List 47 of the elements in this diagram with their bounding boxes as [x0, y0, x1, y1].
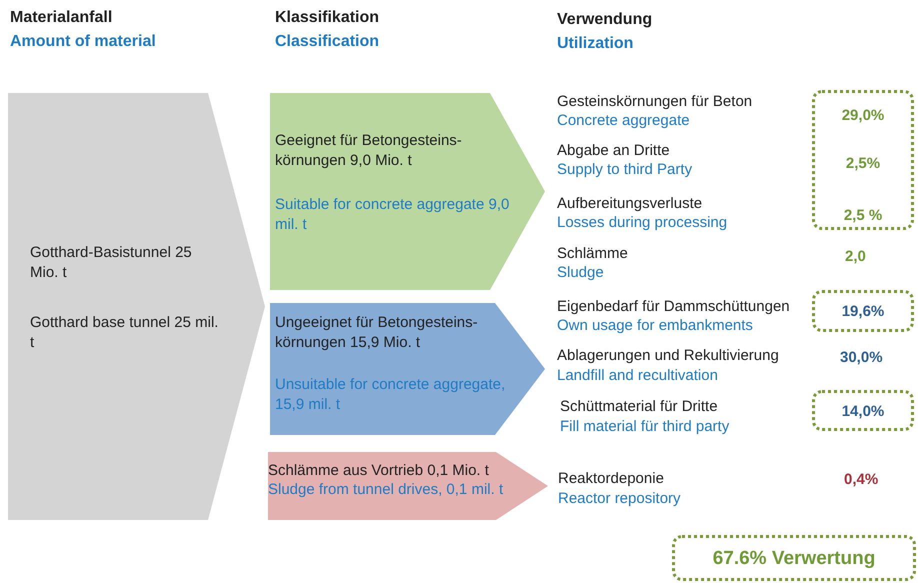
- column-heading: Klassifikation: [275, 8, 380, 28]
- chevron-shape: [268, 452, 548, 520]
- chevron-shape: [270, 93, 545, 290]
- node-text: Geeignet für Betongesteins- körnungen 9,0 Mio. t: [275, 131, 463, 171]
- usage-label: Reactor repository: [558, 489, 681, 509]
- dotted-frame: [812, 290, 914, 332]
- usage-label: Aufbereitungsverluste: [557, 194, 702, 214]
- usage-label: Supply to third Party: [557, 160, 692, 180]
- node-text: Schlämme aus Vortrieb 0,1 Mio. t: [268, 461, 490, 481]
- column-heading: Classification: [275, 32, 380, 52]
- usage-label: Reaktordeponie: [558, 469, 664, 489]
- column-heading: Utilization: [557, 34, 634, 54]
- percentage-value: 29,0%: [840, 106, 886, 126]
- percentage-value: 19,6%: [840, 302, 886, 322]
- percentage-value: 2,5%: [844, 154, 882, 174]
- percentage-value: 67.6% Verwertung: [712, 548, 876, 570]
- dotted-frame: [672, 535, 916, 581]
- usage-label: Gesteinskörnungen für Beton: [557, 92, 752, 112]
- usage-label: Losses during processing: [557, 213, 728, 233]
- column-heading: Verwendung: [557, 10, 652, 30]
- percentage-value: 2,0: [845, 247, 866, 267]
- node-text: Gotthard-Basistunnel 25 Mio. t: [30, 243, 193, 283]
- usage-label: Fill material für third party: [560, 417, 730, 437]
- column-heading: Materialanfall: [10, 8, 112, 28]
- node-text: Unsuitable for concrete aggregate, 15,9 mil. t: [275, 375, 506, 415]
- chevron-shape: [8, 93, 265, 520]
- usage-label: Schüttmaterial für Dritte: [560, 397, 718, 417]
- node-text: Ungeeignet für Betongesteins- körnungen 15,9 Mio. t: [275, 313, 479, 353]
- dotted-frame: [812, 390, 914, 431]
- percentage-value: 30,0%: [840, 348, 883, 368]
- node-text: Suitable for concrete aggregate 9,0 mil. t: [275, 195, 510, 235]
- percentage-value: 0,4%: [844, 470, 878, 490]
- usage-label: Own usage for embankments: [557, 316, 753, 336]
- usage-label: Abgabe an Dritte: [557, 141, 670, 161]
- node-text: Gotthard base tunnel 25 mil. t: [30, 313, 220, 353]
- node-text: Sludge from tunnel drives, 0,1 mil. t: [268, 480, 504, 500]
- usage-label: Schlämme: [557, 244, 628, 264]
- usage-label: Landfill and recultivation: [557, 366, 718, 386]
- usage-label: Ablagerungen und Rekultivierung: [557, 346, 779, 366]
- column-heading: Amount of material: [10, 32, 156, 52]
- usage-label: Concrete aggregate: [557, 111, 690, 131]
- chevron-shape: [270, 303, 545, 435]
- dotted-frame: [812, 90, 914, 230]
- percentage-value: 2,5 %: [842, 206, 884, 226]
- percentage-value: 14,0%: [840, 402, 886, 422]
- usage-label: Eigenbedarf für Dammschüttungen: [557, 297, 790, 317]
- usage-label: Sludge: [557, 263, 604, 283]
